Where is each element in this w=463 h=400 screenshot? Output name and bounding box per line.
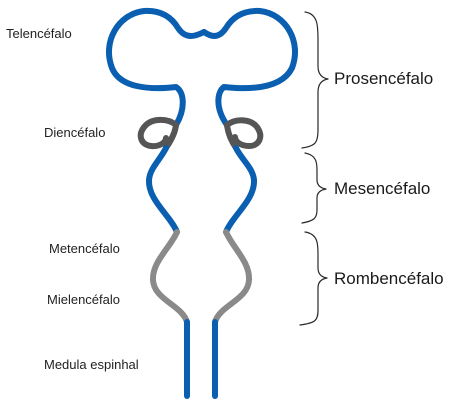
brace-rhombencephalon: [300, 232, 327, 325]
mesencephalon-tube-left: [149, 148, 177, 232]
label-mesencefalo: Mesencéfalo: [334, 179, 430, 198]
rhombencephalon-tube-right: [215, 232, 249, 322]
label-mielencefalo: Mielencéfalo: [47, 292, 120, 307]
brace-mesencephalon: [302, 153, 326, 223]
rhombencephalon-tube-left: [153, 232, 187, 322]
telencephalon-tube-left: [109, 11, 204, 125]
label-prosencefalo: Prosencéfalo: [334, 69, 433, 88]
label-metencefalo: Metencéfalo: [49, 241, 120, 256]
telencephalon-tube-right: [204, 11, 295, 125]
label-medula-espinhal: Medula espinhal: [44, 357, 139, 372]
label-telencefalo: Telencéfalo: [6, 26, 72, 41]
mesencephalon-tube-right: [226, 148, 254, 232]
label-rombencefalo: Rombencéfalo: [334, 269, 444, 288]
brace-prosencephalon: [302, 12, 328, 148]
label-diencefalo: Diencéfalo: [44, 125, 105, 140]
